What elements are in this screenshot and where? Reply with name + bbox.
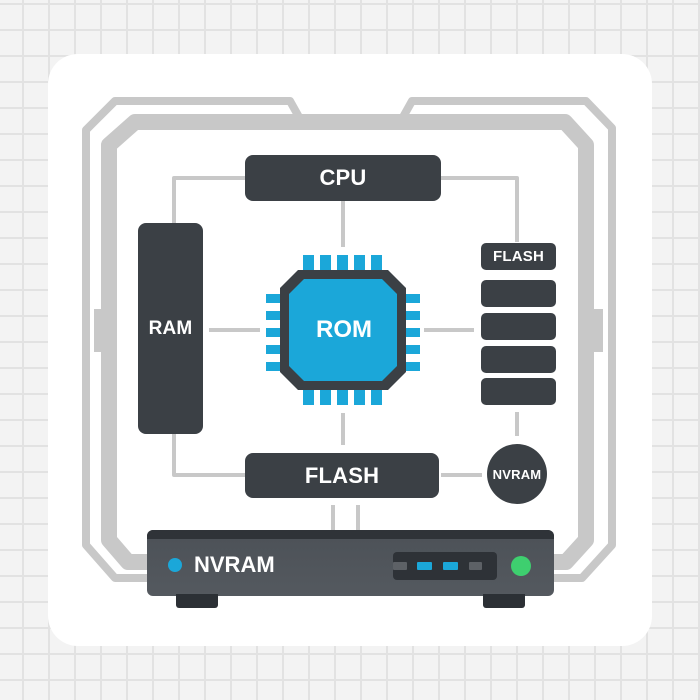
chip-pin-top	[354, 255, 365, 270]
flash-stack-slot-4[interactable]	[481, 346, 556, 373]
chip-pin-left	[266, 362, 280, 371]
device-foot-left	[176, 594, 218, 608]
chip-pin-bottom	[320, 390, 331, 405]
rom-chip-die	[289, 279, 397, 381]
nvram-device-label: NVRAM	[194, 552, 275, 577]
status-led-green-icon	[511, 556, 531, 576]
chip-pin-left	[266, 294, 280, 303]
flash-stack-slot-5[interactable]	[481, 378, 556, 405]
chip-pin-top	[337, 255, 348, 270]
chip-pin-top	[320, 255, 331, 270]
flash-node[interactable]: FLASH	[245, 453, 439, 498]
flash-stack-label: FLASH	[493, 248, 544, 265]
nvram-node-label: NVRAM	[492, 466, 542, 482]
flash-stack-slot-1[interactable]: FLASH	[481, 243, 556, 270]
nvram-device[interactable]: NVRAM	[147, 530, 554, 596]
edge-cpu-ram	[172, 176, 245, 223]
inner-frame-trace	[101, 114, 594, 570]
chip-pin-top	[371, 255, 382, 270]
edge-ram-flash	[172, 434, 245, 477]
cpu-node[interactable]: CPU	[245, 155, 441, 201]
port-indicator	[443, 562, 458, 570]
device-top-edge	[147, 530, 554, 539]
rom-chip	[266, 255, 420, 405]
port-panel	[393, 552, 497, 580]
chip-pin-right	[406, 311, 420, 320]
port-indicator	[469, 562, 482, 570]
chip-pin-left	[266, 328, 280, 337]
status-led-blue-icon	[168, 558, 182, 572]
flash-label: FLASH	[304, 462, 380, 488]
ram-label: RAM	[148, 317, 193, 339]
device-foot-right	[483, 594, 525, 608]
edge-cpu-flash-stack	[441, 176, 519, 242]
chip-pin-left	[266, 311, 280, 320]
chip-pin-bottom	[303, 390, 314, 405]
flash-stack-slot-2[interactable]	[481, 280, 556, 307]
chip-pin-right	[406, 294, 420, 303]
ram-node[interactable]: RAM	[138, 223, 203, 434]
port-indicator	[417, 562, 432, 570]
flash-stack-slot-3[interactable]	[481, 313, 556, 340]
chip-pin-right	[406, 328, 420, 337]
chip-pin-left	[266, 345, 280, 354]
chip-pin-right	[406, 345, 420, 354]
port-indicator	[393, 562, 407, 570]
chip-pin-right	[406, 362, 420, 371]
cpu-label: CPU	[319, 165, 367, 190]
chip-pin-bottom	[354, 390, 365, 405]
chip-pin-bottom	[337, 390, 348, 405]
chip-pin-bottom	[371, 390, 382, 405]
nvram-node[interactable]: NVRAM	[487, 444, 547, 504]
chip-pin-top	[303, 255, 314, 270]
